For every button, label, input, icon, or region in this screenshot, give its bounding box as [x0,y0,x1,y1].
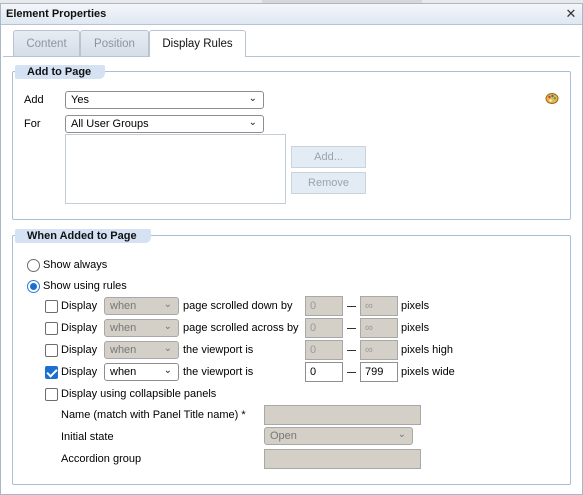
initial-state-value: Open [270,430,297,442]
remove-button[interactable]: Remove [291,172,366,194]
element-properties-dialog: Element Properties ✕ Content Position Di… [0,3,583,495]
rule-viewport-high-checkbox[interactable] [45,344,58,357]
show-using-rules-radio[interactable] [27,280,40,293]
rule-scroll-down-to-input[interactable]: ∞ [360,296,398,316]
add-to-page-fieldset: Add to Page [12,65,571,220]
for-select[interactable]: All User Groups ⌄ [65,115,264,133]
rule-scroll-down-checkbox[interactable] [45,300,58,313]
range-dash [347,328,356,329]
accordion-group-label: Accordion group [61,453,142,465]
when-added-fieldset: When Added to Page [12,229,571,485]
rule-viewport-high-to-input[interactable]: ∞ [360,340,398,360]
initial-state-select[interactable]: Open ⌄ [264,427,413,445]
panel-name-label: Name (match with Panel Title name) * [61,409,246,421]
tab-display-rules[interactable]: Display Rules [149,30,246,57]
chevron-down-icon: ⌄ [163,343,172,354]
rule-select-value: when [110,322,137,334]
add-to-page-legend: Add to Page [15,65,106,79]
rule-viewport-wide-select[interactable]: when ⌄ [104,363,179,381]
rule-condition: page scrolled down by [183,300,293,312]
show-always-label: Show always [43,259,108,271]
rule-viewport-wide-to-input[interactable]: 799 [360,362,398,382]
rule-scroll-across-checkbox[interactable] [45,322,58,335]
collapsible-panels-checkbox[interactable] [45,388,58,401]
rule-unit: pixels wide [401,366,455,378]
chevron-down-icon: ⌄ [248,93,257,104]
add-button[interactable]: Add... [291,146,366,168]
show-always-radio[interactable] [27,259,40,272]
rule-scroll-across-to-input[interactable]: ∞ [360,318,398,338]
range-dash [347,350,356,351]
chevron-down-icon: ⌄ [248,117,257,128]
accordion-group-input[interactable] [264,449,421,469]
panel-name-input[interactable] [264,405,421,425]
rule-display-label: Display [61,344,98,356]
for-label: For [24,118,41,130]
rule-unit: pixels [401,322,430,334]
palette-icon[interactable] [545,91,559,105]
rule-condition: page scrolled across by [183,322,299,334]
rule-scroll-down-select[interactable]: when ⌄ [104,297,179,315]
rule-viewport-wide-from-input[interactable]: 0 [305,362,343,382]
background-tab-peek [262,0,422,3]
initial-state-label: Initial state [61,431,114,443]
close-icon[interactable]: ✕ [565,6,577,21]
rule-select-value: when [110,300,137,312]
when-added-legend: When Added to Page [15,229,151,243]
rule-unit: pixels [401,300,430,312]
rule-scroll-across-from-input[interactable]: 0 [305,318,343,338]
rule-viewport-high-from-input[interactable]: 0 [305,340,343,360]
chevron-down-icon: ⌄ [397,429,406,440]
rule-scroll-across-select[interactable]: when ⌄ [104,319,179,337]
tab-underline [3,56,580,57]
user-groups-listbox[interactable] [65,134,286,204]
add-select-value: Yes [71,94,89,106]
background-window-strip [0,0,583,4]
rule-display-label: Display [61,300,98,312]
range-dash [347,372,356,373]
rule-display-label: Display [61,366,98,378]
rule-display-label: Display [61,322,98,334]
add-label: Add [24,94,44,106]
collapsible-panels-label: Display using collapsible panels [61,388,217,400]
chevron-down-icon: ⌄ [163,299,172,310]
for-select-value: All User Groups [71,118,149,130]
show-using-rules-label: Show using rules [43,280,127,292]
add-select[interactable]: Yes ⌄ [65,91,264,109]
rule-viewport-wide-checkbox[interactable] [45,366,58,379]
chevron-down-icon: ⌄ [163,365,172,376]
rule-condition: the viewport is [183,344,254,356]
dialog-title: Element Properties [6,8,107,20]
tab-position[interactable]: Position [80,30,149,56]
rule-viewport-high-select[interactable]: when ⌄ [104,341,179,359]
rule-scroll-down-from-input[interactable]: 0 [305,296,343,316]
range-dash [347,306,356,307]
rule-select-value: when [110,344,137,356]
rule-condition: the viewport is [183,366,254,378]
rule-select-value: when [110,366,137,378]
rule-unit: pixels high [401,344,453,356]
tab-content[interactable]: Content [13,30,80,56]
chevron-down-icon: ⌄ [163,321,172,332]
dialog-titlebar[interactable]: Element Properties ✕ [1,4,582,25]
